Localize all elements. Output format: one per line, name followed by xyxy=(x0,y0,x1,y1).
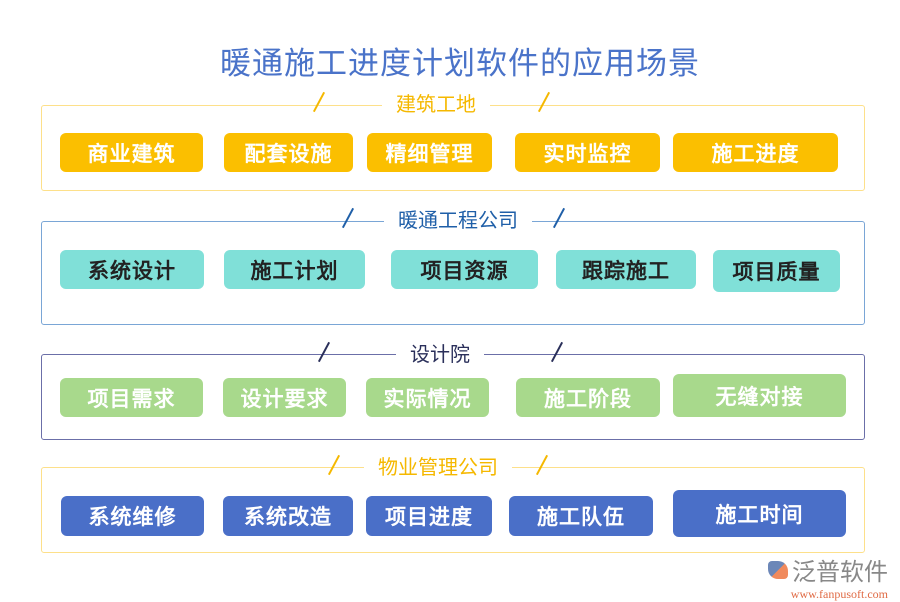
scenario-item: 精细管理 xyxy=(367,133,492,172)
section-title: 暖通工程公司 xyxy=(384,204,532,233)
scenario-item: 项目质量 xyxy=(713,250,840,292)
scenario-item: 施工阶段 xyxy=(516,378,660,417)
scenario-item: 系统维修 xyxy=(61,496,204,536)
section-title: 设计院 xyxy=(396,338,484,367)
logo-icon xyxy=(768,560,788,579)
scenario-item: 设计要求 xyxy=(223,378,346,417)
scenario-item: 施工队伍 xyxy=(509,496,653,536)
scenario-item: 实时监控 xyxy=(515,133,660,172)
scenario-item: 实际情况 xyxy=(366,378,489,417)
scenario-item: 商业建筑 xyxy=(60,133,203,172)
scenario-item: 项目资源 xyxy=(391,250,538,289)
scenario-item: 施工计划 xyxy=(224,250,365,289)
scenario-item: 施工时间 xyxy=(673,490,846,537)
scenario-item: 系统设计 xyxy=(60,250,204,289)
scenario-item: 系统改造 xyxy=(223,496,353,536)
section-title: 物业管理公司 xyxy=(364,451,512,480)
logo-url: www.fanpusoft.com xyxy=(790,587,888,601)
page-title: 暖通施工进度计划软件的应用场景 xyxy=(220,46,700,82)
scenario-item: 跟踪施工 xyxy=(556,250,696,289)
scenario-item: 无缝对接 xyxy=(673,374,846,417)
scenario-item: 项目进度 xyxy=(366,496,492,536)
scenario-item: 项目需求 xyxy=(60,378,203,417)
scenario-item: 配套设施 xyxy=(224,133,353,172)
logo-name: 泛普软件 xyxy=(792,558,888,586)
section-title: 建筑工地 xyxy=(382,88,490,117)
scenario-item: 施工进度 xyxy=(673,133,838,172)
fanpusoft-logo: 泛普软件 www.fanpusoft.com xyxy=(768,552,888,602)
